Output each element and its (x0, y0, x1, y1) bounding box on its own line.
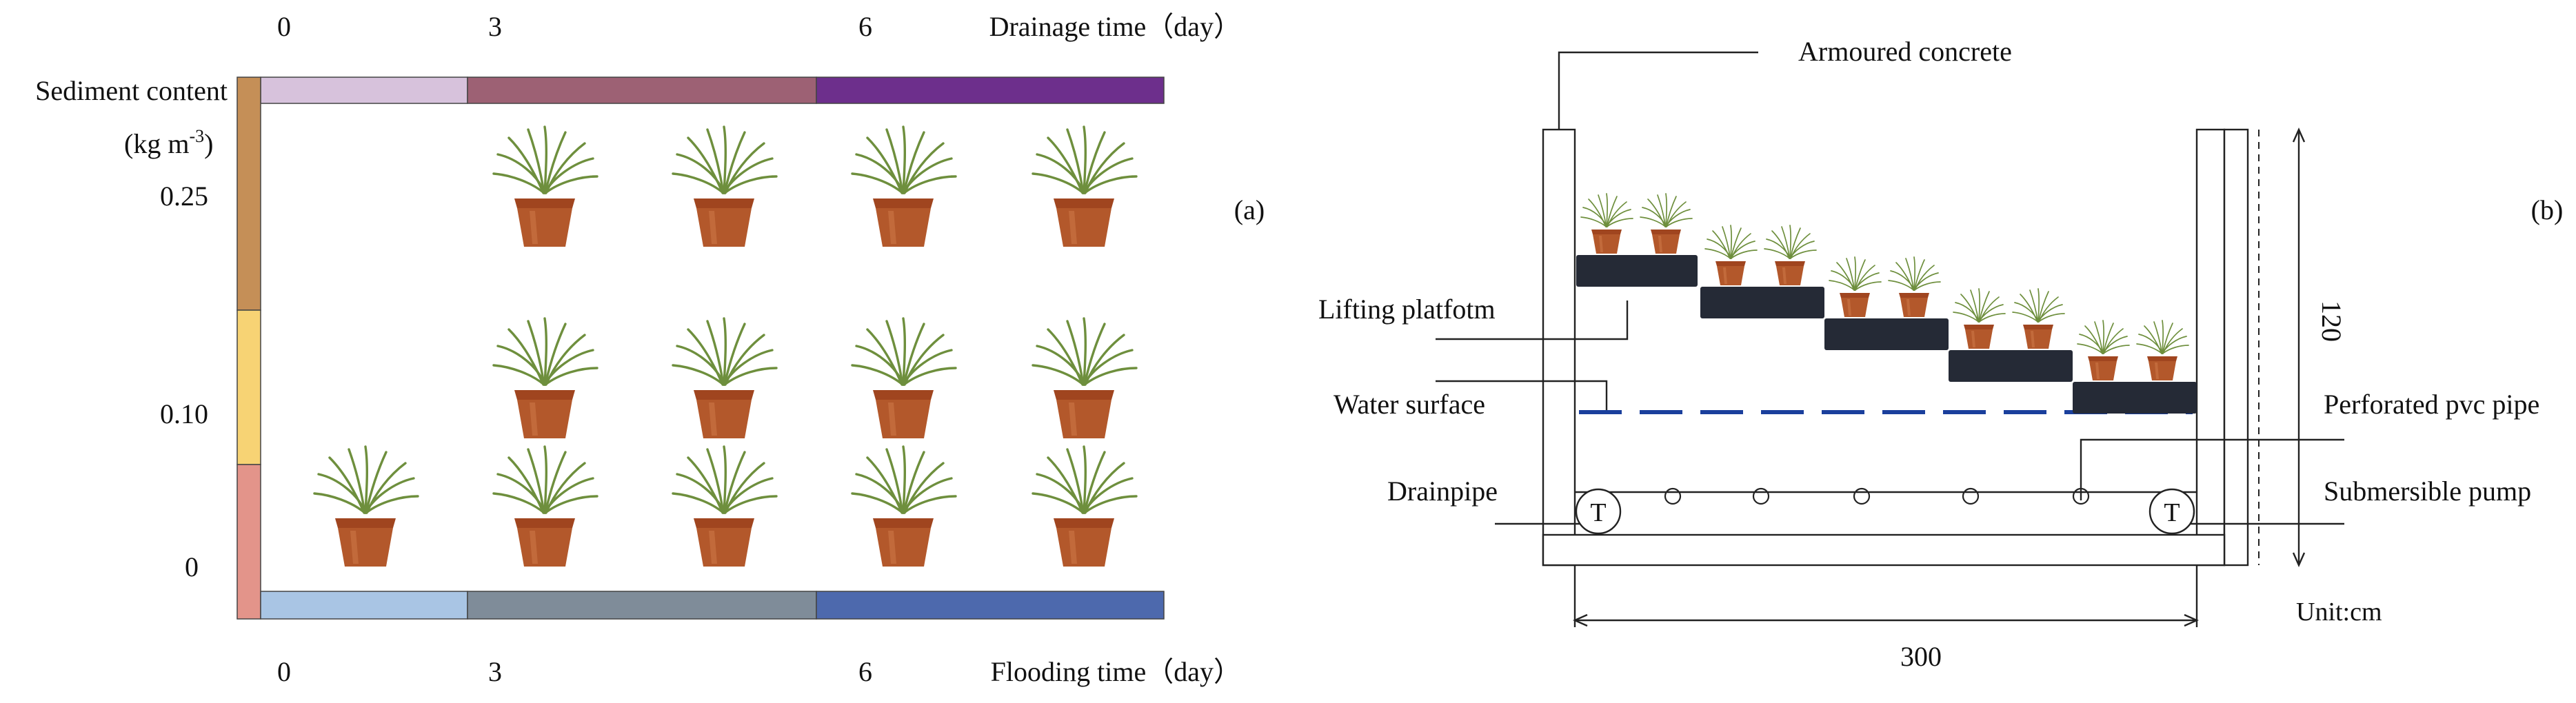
perforated-pipe-label: Perforated pvc pipe (2324, 389, 2539, 420)
potted-plant-icon (1580, 193, 1633, 254)
potted-plant-icon (1888, 256, 1941, 318)
potted-plant-icon (1032, 125, 1138, 248)
submersible-pump-circle (2149, 488, 2195, 535)
lifting-platform-leader (1436, 300, 1629, 340)
sediment-band-low (237, 464, 261, 620)
tank-left-wall (1542, 128, 1576, 567)
sediment-tick-0: 0 (185, 551, 199, 582)
sediment-content-title: Sediment content (35, 75, 228, 106)
potted-plant-icon (492, 445, 598, 568)
plant-row-high (492, 125, 1138, 248)
panel-a: 0 3 6 Drainage time（day） Sediment conten… (35, 11, 1265, 687)
submersible-pump-symbol: T (2164, 498, 2180, 527)
bottom-axis-tick-0: 0 (277, 656, 291, 687)
potted-plant-icon (492, 125, 598, 248)
flooding-band-3-6 (467, 591, 817, 620)
sediment-band-high (237, 77, 261, 311)
drainpipe-pump-circle (1575, 488, 1622, 535)
water-surface-label: Water surface (1334, 389, 1485, 420)
armoured-concrete-label: Armoured concrete (1798, 36, 2012, 67)
tank-base (1542, 533, 2226, 567)
pipe-hole (2072, 487, 2090, 505)
pipe-hole (1853, 487, 1871, 505)
potted-plant-icon (1032, 317, 1138, 440)
plant-row-mid (492, 317, 1138, 440)
potted-plant-icon (1953, 288, 2006, 349)
sediment-unit-label: (kg m-3) (124, 126, 213, 159)
panel-b-tag: (b) (2531, 194, 2564, 225)
potted-plant-icon (1829, 256, 1882, 318)
lifting-platform-label: Lifting platfotm (1318, 294, 1496, 325)
drainage-band-3-6 (467, 77, 817, 104)
potted-plant-icon (851, 125, 957, 248)
unit-label: Unit:cm (2296, 598, 2382, 626)
height-arrow-bottom (2292, 552, 2306, 567)
platform-plants (1580, 193, 2189, 381)
platform-step-1 (1576, 255, 1698, 287)
tank-right-wall (2195, 128, 2226, 567)
potted-plant-icon (492, 317, 598, 440)
plant-grid (313, 125, 1138, 568)
width-dimension-value: 300 (1900, 641, 1942, 672)
platform-step-4 (1949, 350, 2073, 382)
right-wall-jacket (2223, 128, 2249, 567)
flooding-time-axis-label: Flooding time（day） (991, 656, 1241, 687)
potted-plant-icon (851, 445, 957, 568)
potted-plant-icon (1032, 445, 1138, 568)
panel-a-tag: (a) (1234, 194, 1265, 225)
potted-plant-icon (672, 445, 778, 568)
pipe-hole (1752, 487, 1770, 505)
flooding-band-0-3 (260, 591, 468, 620)
bottom-axis-tick-6: 6 (858, 656, 872, 687)
potted-plant-icon (672, 317, 778, 440)
potted-plant-icon (672, 125, 778, 248)
panel-b-labels: Armoured concrete Lifting platfotm Water… (1318, 36, 2563, 672)
potted-plant-icon (313, 445, 419, 568)
potted-plant-icon (2077, 320, 2130, 381)
drainage-time-axis-label: Drainage time（day） (989, 11, 1241, 42)
sediment-tick-010: 0.10 (160, 398, 208, 429)
perforated-pipe-holes (1664, 487, 2090, 505)
potted-plant-icon (1640, 193, 1693, 254)
top-axis-tick-3: 3 (488, 11, 502, 42)
plant-row-low (313, 445, 1138, 568)
water-surface-leader (1436, 380, 1608, 412)
width-arrow-right (2184, 613, 2199, 627)
width-arrow-left (1573, 613, 1588, 627)
drainage-band-0-3 (260, 77, 468, 104)
potted-plant-icon (1764, 225, 1817, 286)
platform-step-2 (1700, 287, 1824, 318)
potted-plant-icon (1704, 225, 1758, 286)
platform-step-5 (2073, 382, 2197, 414)
lifting-platform (1576, 255, 2197, 414)
platform-step-3 (1824, 318, 1949, 350)
pipe-hole (1962, 487, 1980, 505)
drainage-band-6-plus (816, 77, 1165, 104)
potted-plant-icon (2136, 320, 2189, 381)
submersible-pump-label: Submersible pump (2324, 476, 2531, 507)
top-axis-tick-0: 0 (277, 11, 291, 42)
armoured-concrete-leader (1558, 51, 1758, 130)
bottom-axis-tick-3: 3 (488, 656, 502, 687)
panel-b (1436, 51, 2344, 627)
sediment-tick-025: 0.25 (160, 181, 208, 212)
potted-plant-icon (851, 317, 957, 440)
drainpipe-label: Drainpipe (1387, 476, 1498, 507)
height-dimension-value: 120 (2316, 300, 2347, 342)
pipe-hole (1664, 487, 1682, 505)
drainpipe-pump-symbol: T (1590, 498, 1606, 527)
potted-plant-icon (2012, 288, 2065, 349)
height-arrow-top (2292, 128, 2306, 143)
flooding-band-6-plus (816, 591, 1165, 620)
perforated-pipe-leader (2080, 438, 2344, 500)
top-axis-tick-6: 6 (858, 11, 872, 42)
sediment-band-mid (237, 309, 261, 465)
